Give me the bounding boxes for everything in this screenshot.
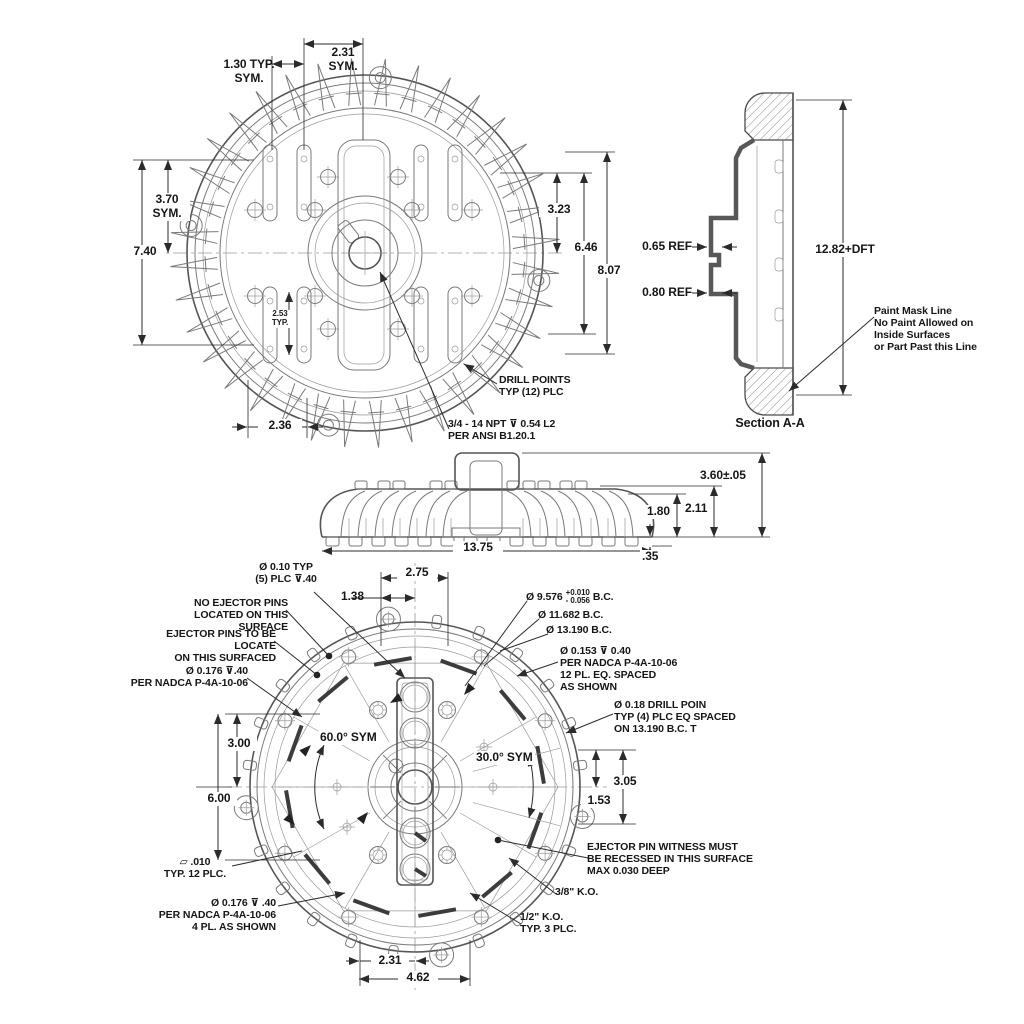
note-dia-0-10: Ø 0.10 TYP (5) PLC ⊽.40 <box>255 561 317 586</box>
dim-0-35: .35 <box>640 549 661 564</box>
dim-13-75: 13.75 <box>453 540 503 555</box>
dim-1-53: 1.53 <box>581 793 617 808</box>
dim-2-11: 2.11 <box>683 501 710 516</box>
note-bolt-circle-9-576: Ø 9.576 +0.010 - 0.056 B.C. <box>526 588 614 606</box>
dim-2-75: 2.75 <box>397 565 437 580</box>
side-view <box>319 452 655 547</box>
bc-9576-suffix: B.C. <box>592 591 614 604</box>
dim-0-80-ref: 0.80 REF <box>642 285 692 299</box>
note-dia-0-176-upper: Ø 0.176 ⊽.40 PER NADCA P-4A-10-06 <box>130 665 248 690</box>
dim-angle-30: 30.0° SYM <box>474 750 535 765</box>
bc-9576-tol-minus: - 0.056 <box>565 596 590 606</box>
dim-3-23: 3.23 <box>539 202 579 217</box>
top-view <box>148 58 598 448</box>
note-paint-mask: Paint Mask Line No Paint Allowed on Insi… <box>874 305 977 354</box>
dim-2-36: 2.36 <box>258 418 302 433</box>
note-bolt-circle-11-682: Ø 11.682 B.C. <box>538 609 604 621</box>
dim-angle-60: 60.0° SYM <box>318 730 379 745</box>
dim-3-70-sym: 3.70 SYM. <box>144 192 190 221</box>
note-flatness-010: ▱ .010 TYP. 12 PLC. <box>163 856 227 881</box>
note-bolt-circle-13-190: Ø 13.190 B.C. <box>546 624 612 636</box>
dim-1-80: 1.80 <box>645 504 672 519</box>
note-dia-0-153: Ø 0.153 ⊽ 0.40 PER NADCA P-4A-10-06 12 P… <box>560 645 678 694</box>
dim-0-65-ref: 0.65 REF <box>642 239 692 253</box>
bc-9576-tol-plus: +0.010 <box>565 588 590 597</box>
note-knockout-1-2: 1/2" K.O. TYP. 3 PLC. <box>520 911 577 936</box>
dim-6-46: 6.46 <box>566 240 606 255</box>
dim-1-38: 1.38 <box>341 589 364 603</box>
dim-8-07: 8.07 <box>589 263 629 278</box>
dim-2-31-bottom: 2.31 <box>371 953 409 968</box>
dim-7-40: 7.40 <box>125 244 165 259</box>
dim-1-30-typ: 1.30 TYP. SYM. <box>223 57 275 85</box>
dim-6-00: 6.00 <box>201 791 237 806</box>
dim-2-53-typ: 2.53 TYP. <box>264 309 296 328</box>
note-dia-0-176-lower: Ø 0.176 ⊽ .40 PER NADCA P-4A-10-06 4 PL.… <box>158 897 276 934</box>
dim-3-60: 3.60±.05 <box>698 468 748 483</box>
note-ejector-pin-witness: EJECTOR PIN WITNESS MUST BE RECESSED IN … <box>587 841 753 878</box>
bottom-view <box>228 563 642 990</box>
note-ejector-pins-locate: EJECTOR PINS TO BE LOCATE ON THIS SURFAC… <box>166 628 276 665</box>
bc-9576-base: Ø 9.576 <box>526 591 563 604</box>
note-drill-points: DRILL POINTS TYP (12) PLC <box>499 374 571 399</box>
note-no-ejector-pins: NO EJECTOR PINS LOCATED ON THIS SURFACE <box>194 597 288 634</box>
dim-3-00: 3.00 <box>221 736 257 751</box>
dim-4-62: 4.62 <box>398 970 438 985</box>
note-npt-thread: 3/4 - 14 NPT ⊽ 0.54 L2 PER ANSI B1.20.1 <box>448 418 556 443</box>
note-knockout-3-8: 3/8" K.O. <box>555 886 599 898</box>
note-dia-0-18-drill: Ø 0.18 DRILL POIN TYP (4) PLC EQ SPACED … <box>614 699 736 736</box>
dim-2-31-sym: 2.31 SYM. <box>328 45 358 73</box>
dim-12-82-dft: 12.82+DFT <box>806 242 884 257</box>
section-view <box>708 92 794 416</box>
dim-3-05: 3.05 <box>607 774 643 789</box>
bc-9576-tolerance: +0.010 - 0.056 <box>565 588 590 606</box>
section-caption: Section A-A <box>735 416 805 430</box>
